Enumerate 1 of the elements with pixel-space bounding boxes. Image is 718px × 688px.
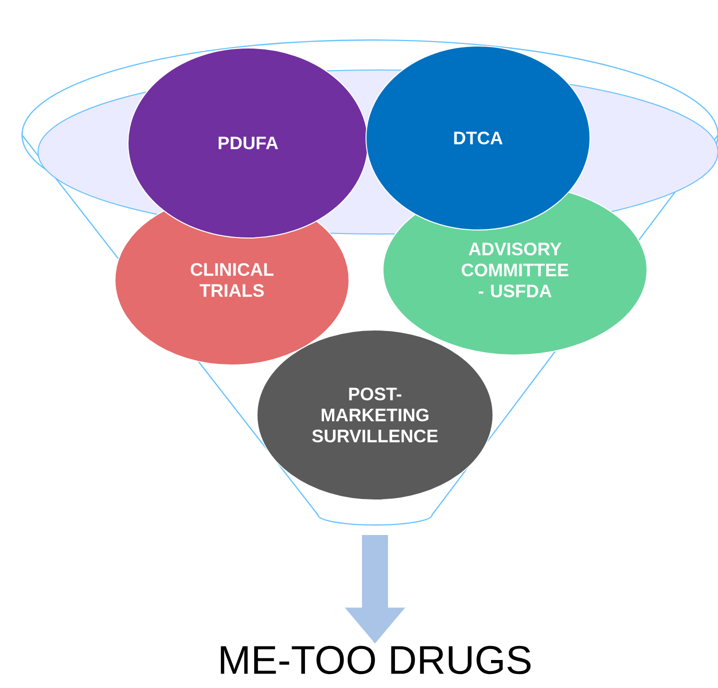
result-label: ME-TOO DRUGS: [220, 646, 531, 674]
